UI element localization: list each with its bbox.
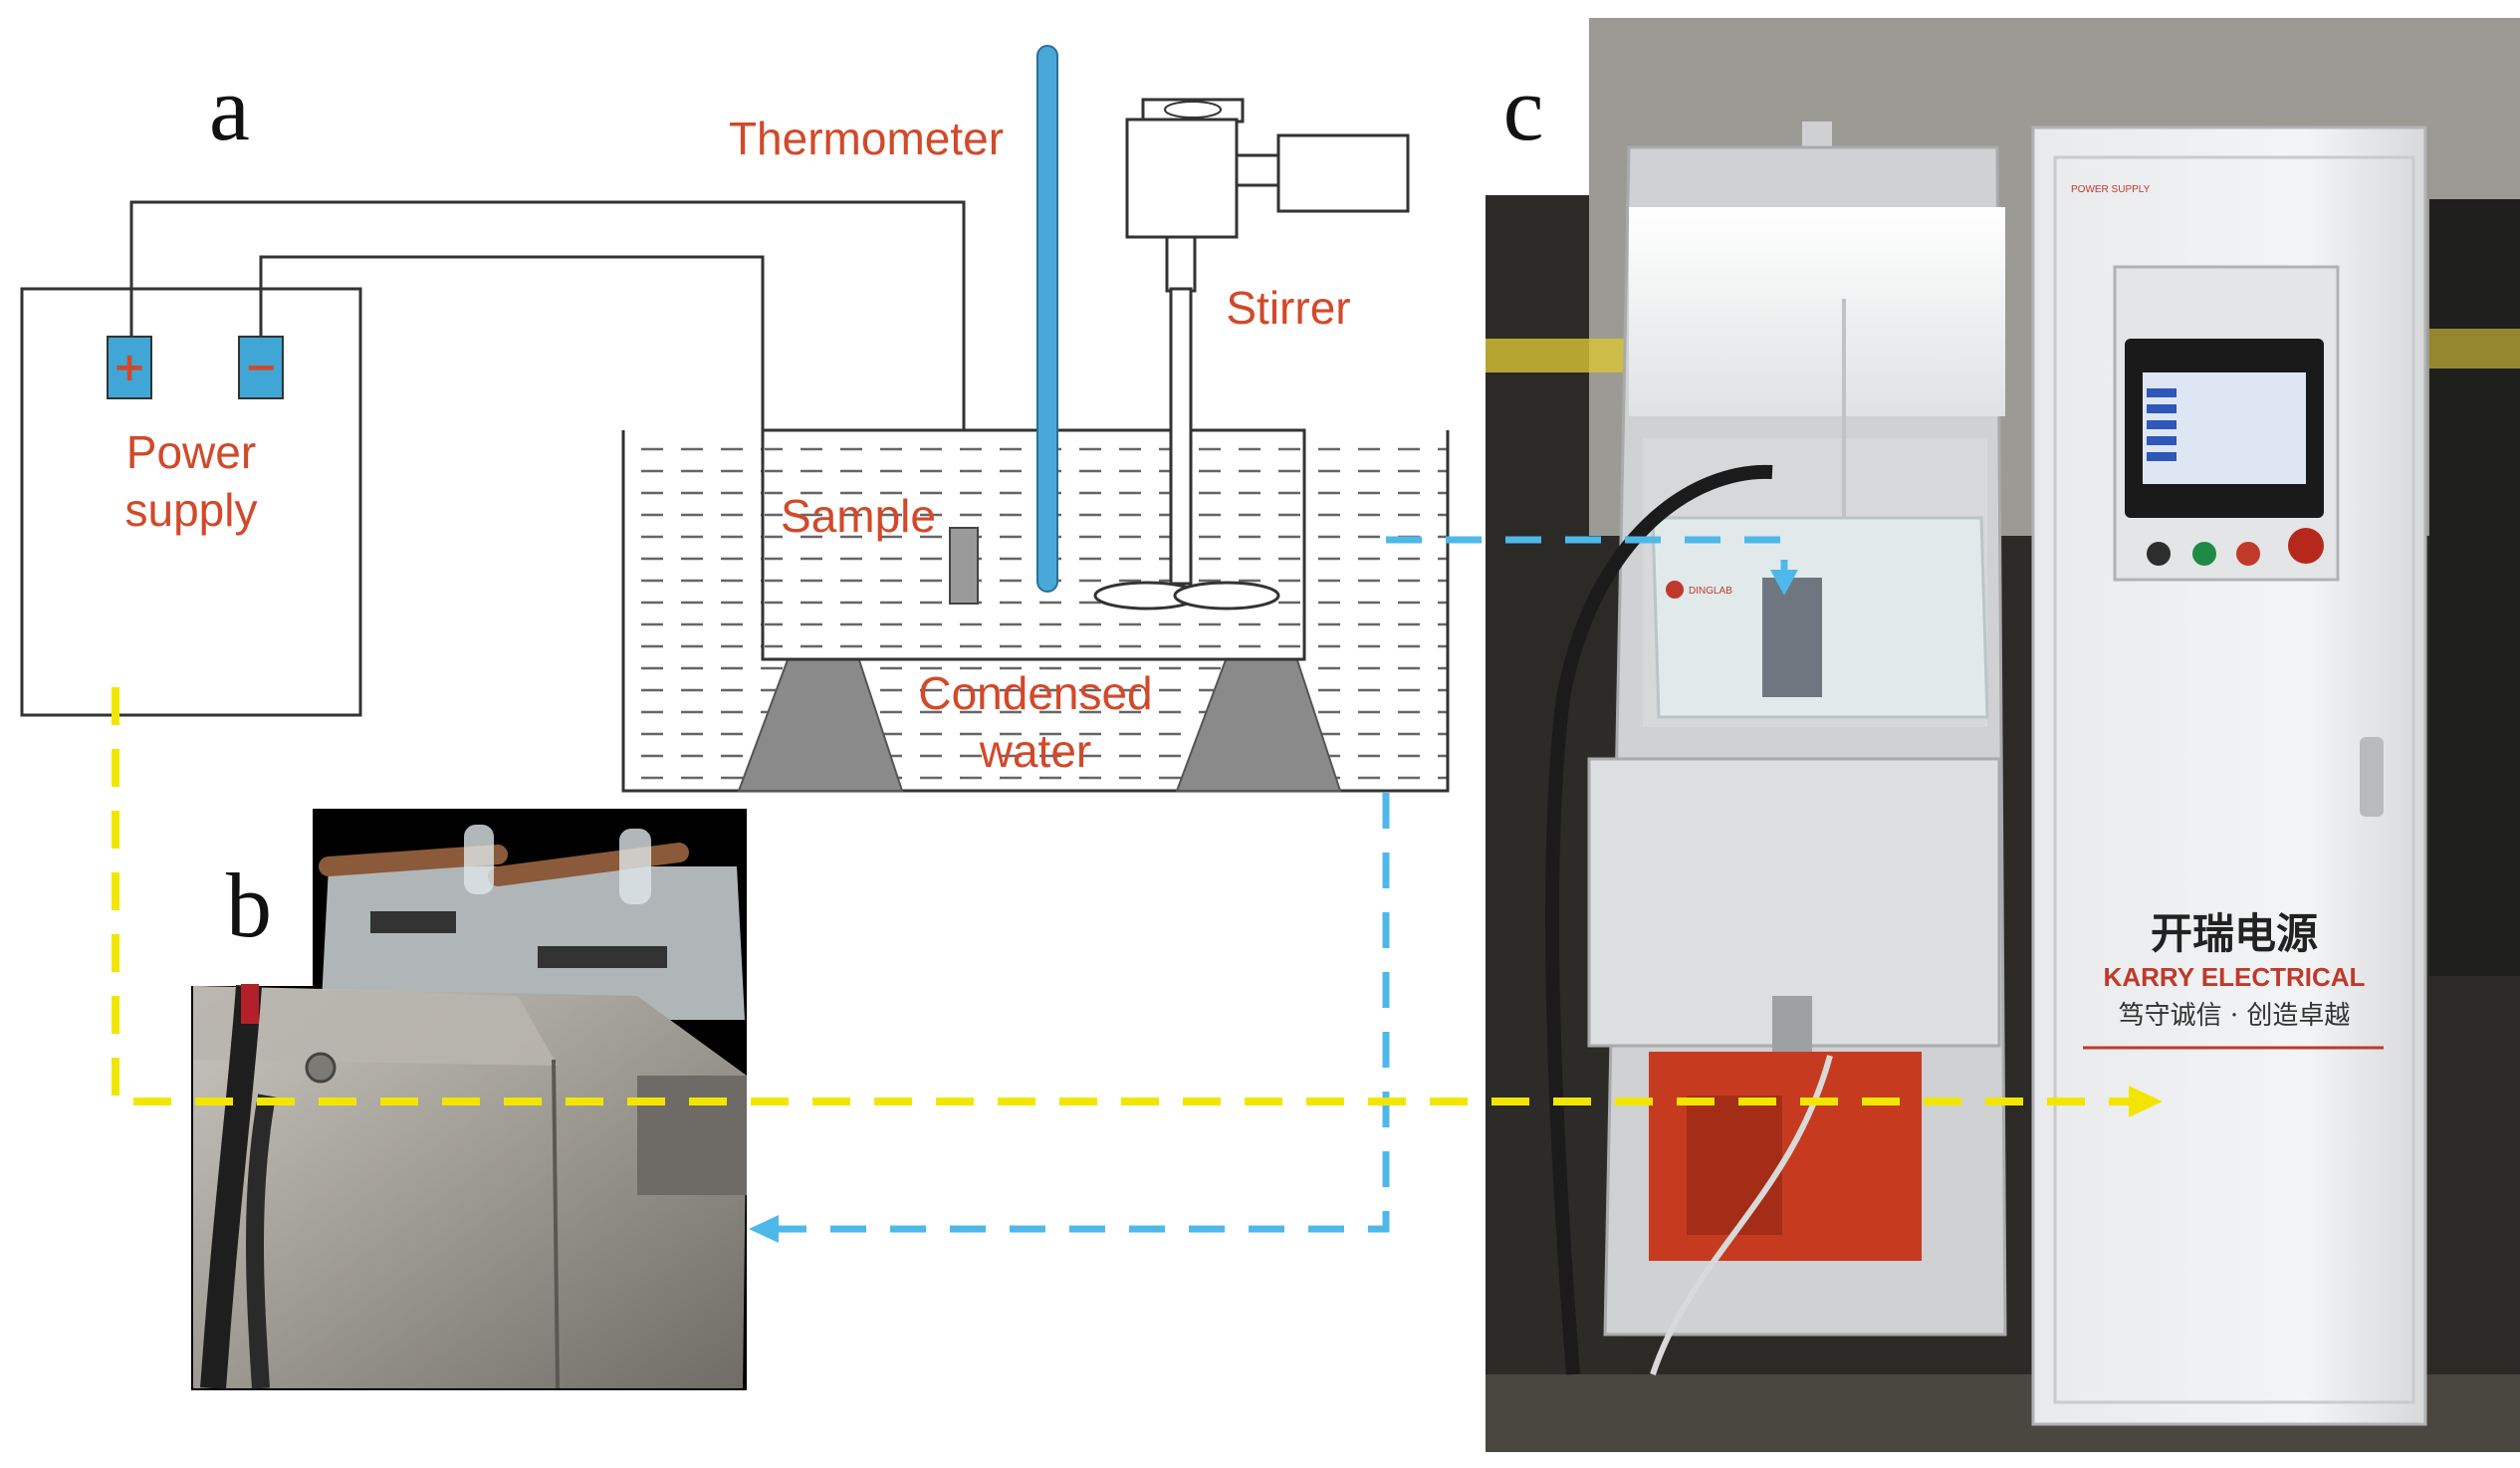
cable-black-1 <box>200 985 262 1389</box>
condensed-water-label-line2: water <box>979 725 1091 777</box>
condensed-water-label-line1: Condensed <box>918 667 1152 719</box>
positive-terminal <box>107 336 152 399</box>
blue-arrow-to-c <box>1386 536 1788 584</box>
fume-hood: DINGLAB <box>1545 122 2007 1375</box>
black-hose <box>1545 464 1773 1375</box>
outer-bath <box>621 430 1450 793</box>
control-knob <box>2147 542 2171 566</box>
sample-label: Sample <box>781 490 936 542</box>
cabinet-handle <box>2360 737 2384 817</box>
svg-text:DINGLAB: DINGLAB <box>1689 586 1732 597</box>
cabinet-tag: POWER SUPPLY <box>2071 184 2151 195</box>
blue-arrowhead-to-b <box>749 1215 779 1243</box>
stirrer <box>1093 98 1410 611</box>
brand-english-text: KARRY ELECTRICAL <box>2104 962 2366 992</box>
tank-handle <box>637 1076 747 1195</box>
power-supply-label-line1: Power <box>126 426 256 478</box>
panel-a-letter: a <box>209 58 250 159</box>
negative-terminal <box>238 336 284 399</box>
hood-light-panel <box>1629 207 2005 416</box>
inner-bath <box>761 428 1306 661</box>
panel-c-photo: DINGLAB POWER SUPPLY <box>1486 18 2520 1452</box>
panel-a-schematic: a + − Power supply <box>20 45 1450 793</box>
emergency-stop-button <box>2288 528 2324 564</box>
green-button <box>2192 542 2216 566</box>
red-button <box>2236 542 2260 566</box>
sample-electrode <box>949 527 979 605</box>
thermometer-label: Thermometer <box>729 113 1004 164</box>
negative-wire <box>259 255 765 438</box>
power-supply-label-line2: supply <box>125 484 258 536</box>
slogan-text: 笃守诚信 · 创造卓越 <box>2119 1001 2351 1031</box>
power-supply-cabinet: POWER SUPPLY 开瑞电源 KARRY ELECTRICAL 笃守诚信 … <box>2031 125 2427 1426</box>
blue-arrow-to-b <box>775 793 1390 1233</box>
yellow-arrowhead-to-c <box>2129 1086 2163 1117</box>
panel-b-photo: b <box>189 809 747 1390</box>
clear-hose <box>1650 1055 1833 1375</box>
lid-slot-right <box>538 946 667 968</box>
inner-bath-water <box>765 444 1302 657</box>
positive-wire <box>129 200 966 528</box>
thermometer <box>1036 45 1058 593</box>
blue-arrowhead-to-c <box>1770 570 1798 596</box>
metal-tank-body <box>193 986 747 1388</box>
cable-red-sleeve <box>241 984 259 1024</box>
acrylic-lid <box>321 866 745 1020</box>
panel-b-letter: b <box>226 855 272 956</box>
brand-chinese-text: 开瑞电源 <box>2151 909 2318 958</box>
terminal-bolt <box>305 1052 337 1084</box>
cable-black-2 <box>246 1094 276 1389</box>
negative-terminal-sign: − <box>244 345 278 390</box>
yellow-arrow-to-c <box>112 687 2131 1105</box>
panel-c-letter: c <box>1503 58 1544 159</box>
flow-arrows <box>112 536 2163 1243</box>
lid-slot-left <box>370 911 456 933</box>
stirrer-label: Stirrer <box>1226 282 1350 334</box>
power-supply-box <box>20 287 362 717</box>
positive-terminal-sign: + <box>113 345 146 390</box>
